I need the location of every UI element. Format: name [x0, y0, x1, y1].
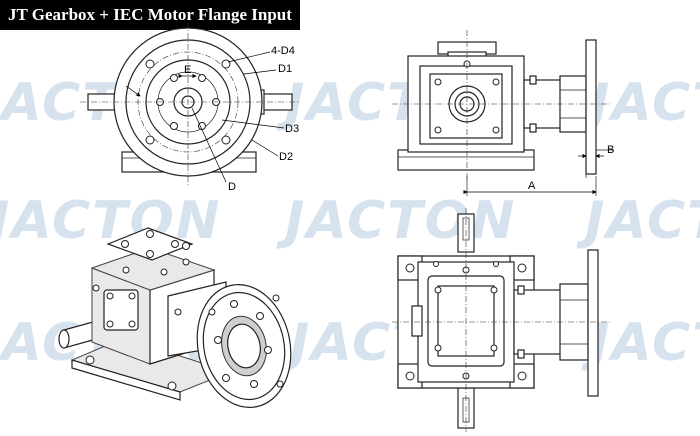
label-d1: D1 — [278, 63, 292, 75]
svg-text:JACTON: JACTON — [276, 191, 516, 251]
isometric-view — [58, 227, 292, 408]
top-view — [392, 208, 610, 432]
page-title: JT Gearbox + IEC Motor Flange Input — [0, 0, 300, 30]
side-view: A B — [392, 30, 614, 196]
front-view: E 4-D4 D1 D3 D2 D — [80, 22, 300, 193]
svg-text:JACTON: JACTON — [581, 313, 700, 373]
svg-text:JACTON: JACTON — [581, 73, 700, 133]
svg-text:JACTON: JACTON — [576, 191, 700, 251]
label-e: E — [184, 64, 191, 76]
label-4-d4: 4-D4 — [271, 45, 295, 57]
label-b: B — [607, 144, 614, 156]
label-d: D — [228, 181, 236, 193]
label-d3: D3 — [285, 123, 299, 135]
label-a: A — [528, 180, 536, 192]
label-d2: D2 — [279, 151, 293, 163]
